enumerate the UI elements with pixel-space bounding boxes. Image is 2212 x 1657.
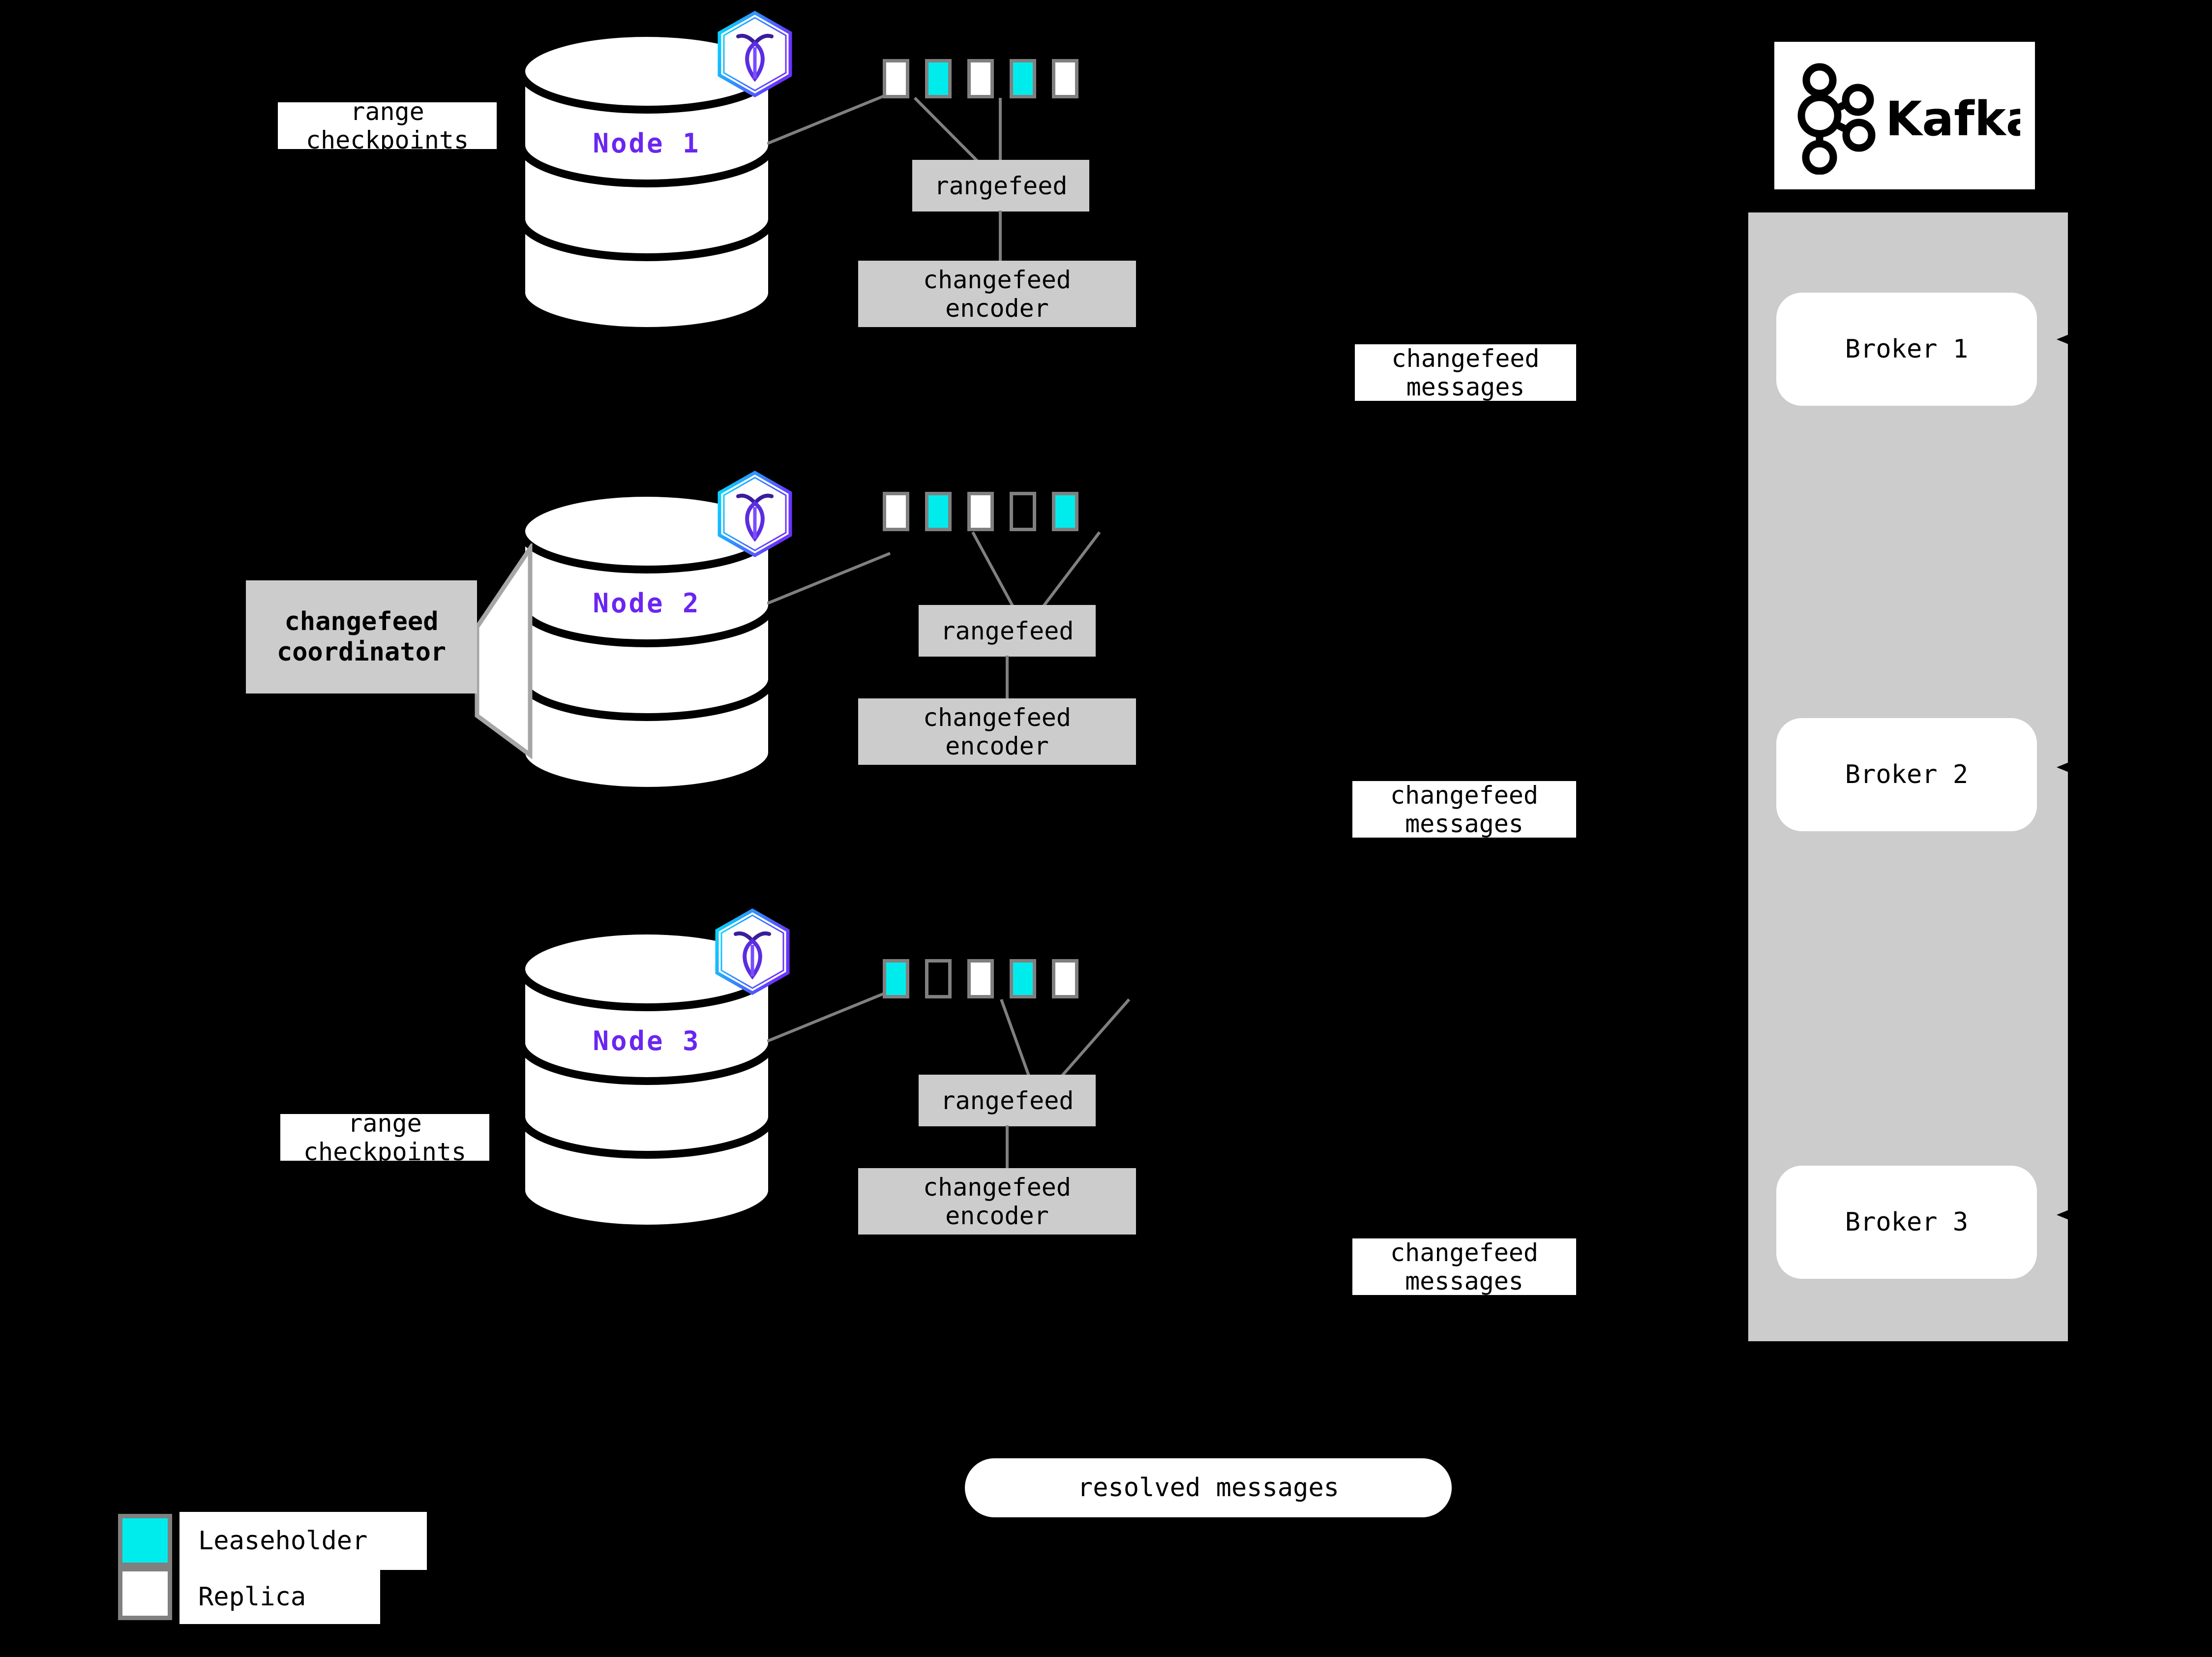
range-box[interactable] <box>925 59 952 98</box>
changefeed-encoder-box-3[interactable]: changefeed encoder <box>858 1168 1136 1235</box>
connector-ranges-rangefeed-1 <box>900 96 1047 177</box>
changefeed-encoder-box-2[interactable]: changefeed encoder <box>858 698 1136 765</box>
changefeed-messages-label-1: changefeed messages <box>1355 344 1576 401</box>
range-box[interactable] <box>967 492 994 531</box>
range-row-2 <box>883 492 1094 531</box>
cockroachdb-logo-2 <box>716 470 794 560</box>
range-box[interactable] <box>925 959 952 998</box>
rangefeed-box-1[interactable]: rangefeed <box>912 160 1089 211</box>
arrowhead-to-broker-3 <box>2056 1200 2085 1232</box>
connector-node1-ranges <box>766 89 895 150</box>
kafka-logo-box: Kafka <box>1774 42 2035 189</box>
cockroachdb-logo-1 <box>716 10 794 100</box>
range-box[interactable] <box>883 59 909 98</box>
range-box[interactable] <box>967 959 994 998</box>
changefeed-coordinator-callout <box>472 541 541 762</box>
range-box[interactable] <box>1052 959 1078 998</box>
cockroachdb-logo-3 <box>713 907 792 998</box>
connector-node2-ranges <box>766 548 895 609</box>
changefeed-messages-label-3: changefeed messages <box>1352 1238 1576 1295</box>
range-box[interactable] <box>883 492 909 531</box>
legend-label-replica: Replica <box>179 1570 380 1624</box>
range-box[interactable] <box>1010 959 1036 998</box>
range-box[interactable] <box>1010 492 1036 531</box>
range-box[interactable] <box>925 492 952 531</box>
kafka-wordmark: Kafka <box>1885 91 2020 147</box>
arrowhead-to-broker-2 <box>2056 753 2085 784</box>
arrowhead-to-broker-1 <box>2056 325 2085 356</box>
node-cylinder-2: Node 2 <box>516 489 777 795</box>
rangefeed-box-3[interactable]: rangefeed <box>919 1075 1096 1126</box>
rangefeed-box-2[interactable]: rangefeed <box>919 605 1096 657</box>
connector-ranges-rangefeed-3 <box>984 997 1141 1088</box>
changefeed-messages-label-2: changefeed messages <box>1352 781 1576 838</box>
connector-node3-ranges <box>766 986 895 1047</box>
range-box[interactable] <box>883 959 909 998</box>
legend-swatch-replica <box>118 1567 172 1620</box>
range-checkpoints-label-1: range checkpoints <box>278 97 497 154</box>
broker-box-3[interactable]: Broker 3 <box>1776 1166 2037 1279</box>
range-checkpoints-label-3: range checkpoints <box>280 1109 489 1166</box>
changefeed-encoder-box-1[interactable]: changefeed encoder <box>858 261 1136 327</box>
kafka-logo: Kafka <box>1797 63 2020 175</box>
legend-label-leaseholder: Leaseholder <box>179 1512 427 1570</box>
node-cylinder-1: Node 1 <box>516 29 777 335</box>
broker-box-1[interactable]: Broker 1 <box>1776 293 2037 406</box>
range-box[interactable] <box>1052 59 1078 98</box>
node-label-1: Node 1 <box>593 128 701 159</box>
changefeed-coordinator-box[interactable]: changefeed coordinator <box>246 580 477 693</box>
resolved-messages-pill[interactable]: resolved messages <box>965 1458 1452 1517</box>
broker-box-2[interactable]: Broker 2 <box>1776 718 2037 831</box>
legend-swatch-leaseholder <box>118 1514 172 1567</box>
node-label-3: Node 3 <box>593 1025 701 1056</box>
range-box[interactable] <box>1010 59 1036 98</box>
node-cylinder-3: Node 3 <box>516 927 777 1233</box>
range-row-3 <box>883 959 1094 998</box>
range-row-1 <box>883 59 1094 98</box>
node-label-2: Node 2 <box>593 588 701 619</box>
range-box[interactable] <box>967 59 994 98</box>
connector-ranges-rangefeed-2 <box>954 530 1111 621</box>
range-box[interactable] <box>1052 492 1078 531</box>
